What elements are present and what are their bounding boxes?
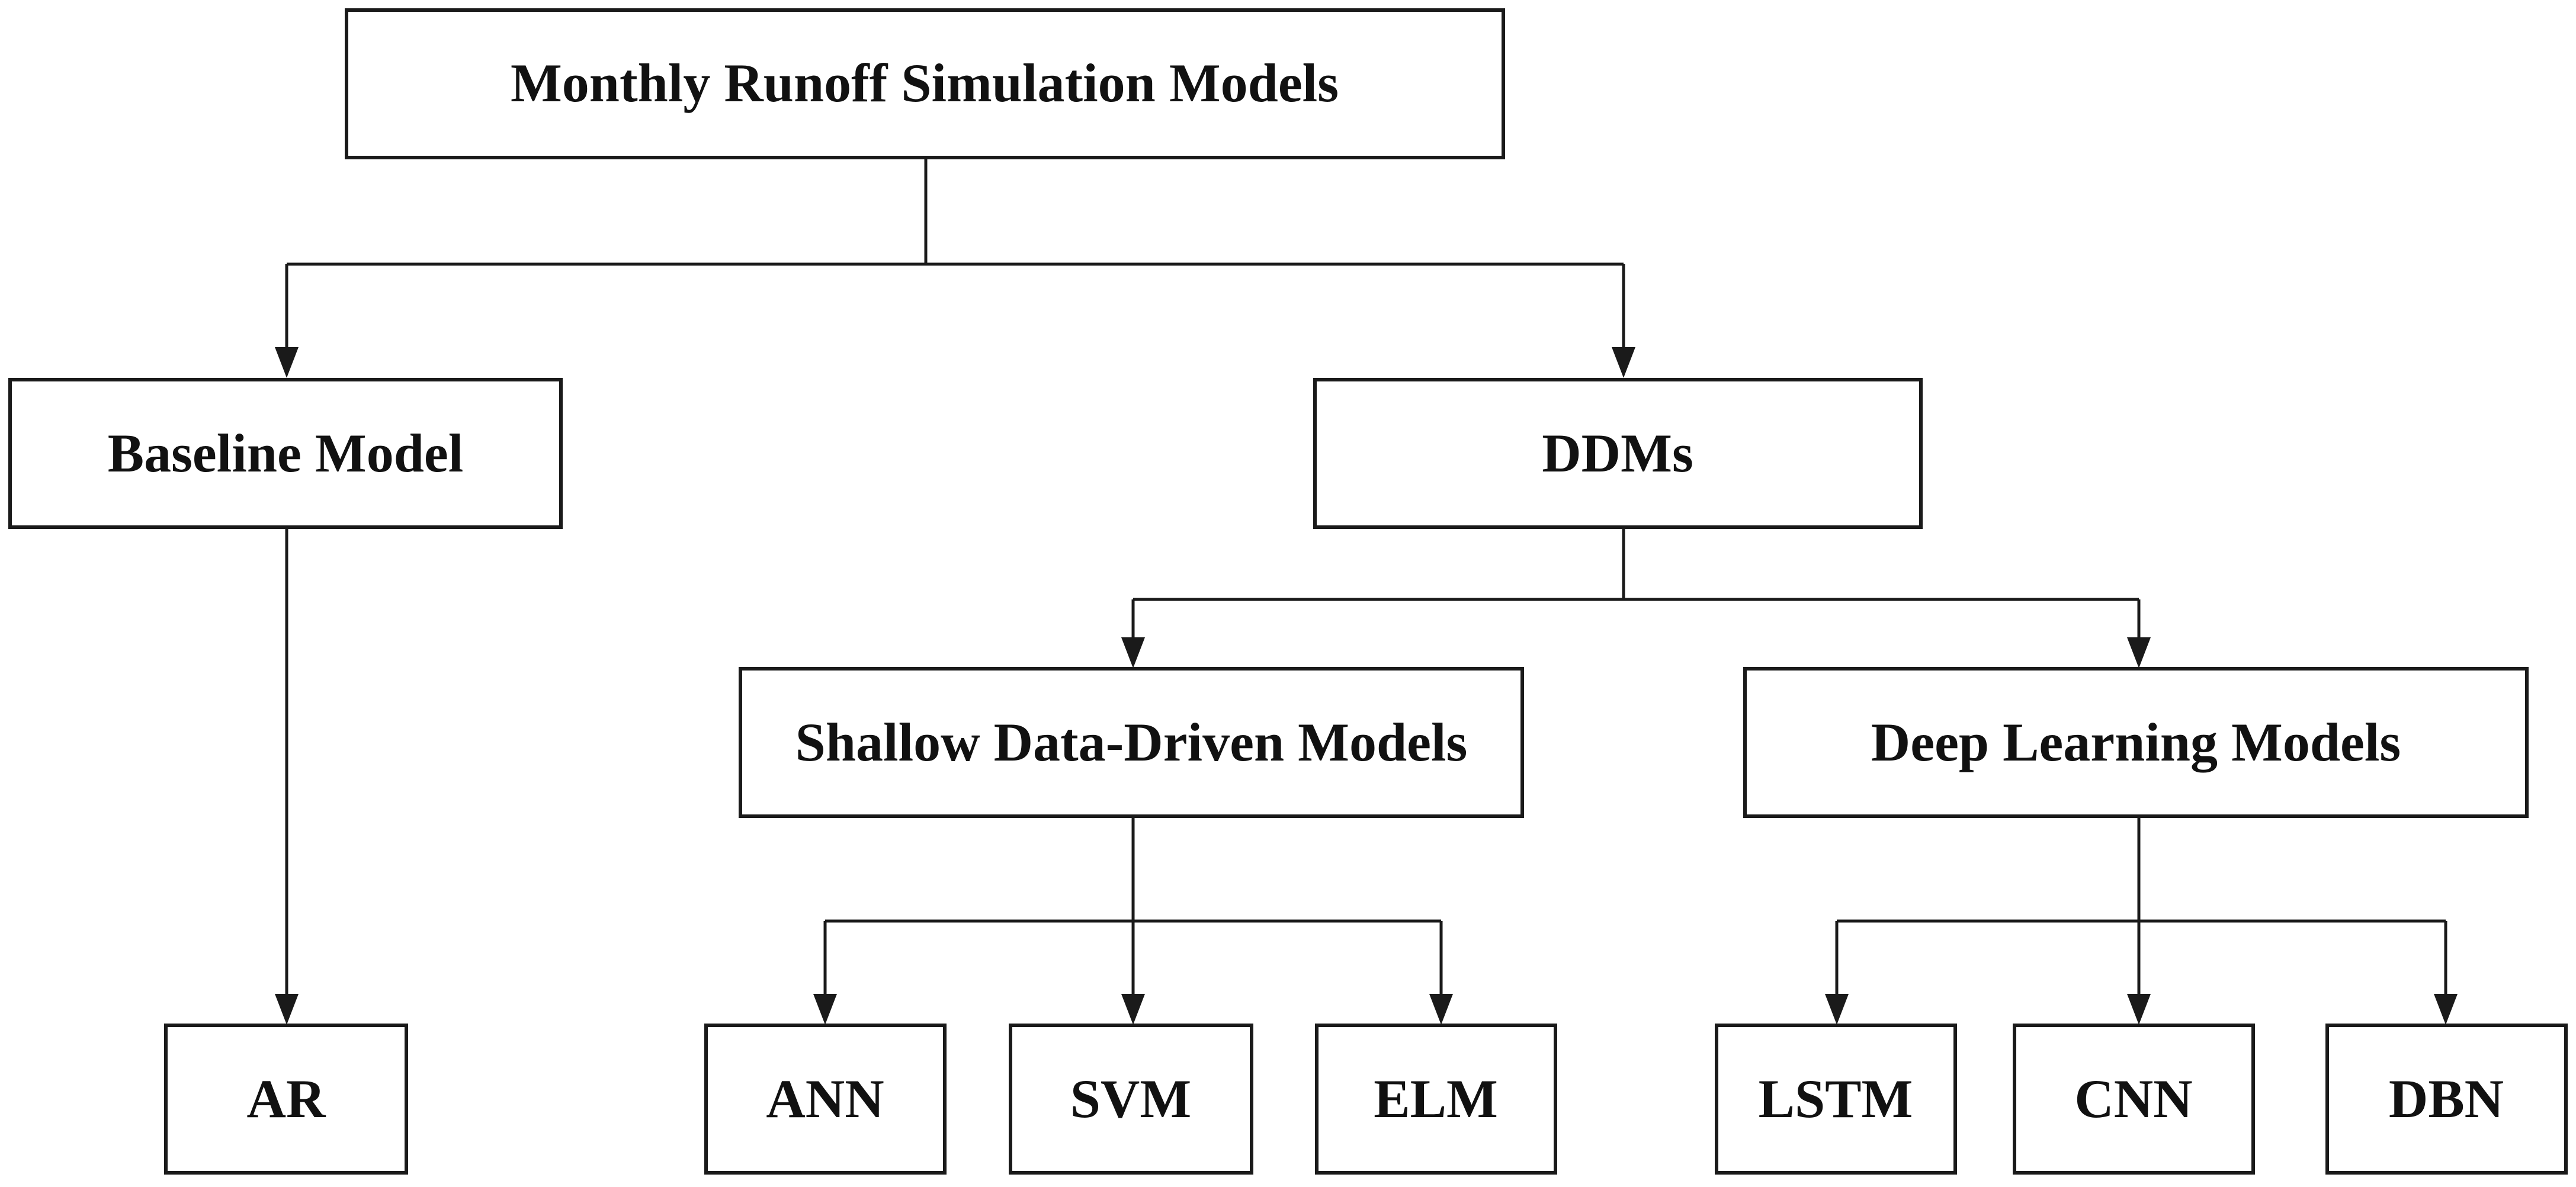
node-shallow-label: Shallow Data-Driven Models xyxy=(795,712,1468,772)
node-ddms-box xyxy=(1313,378,1923,529)
node-svm-label: SVM xyxy=(1070,1069,1191,1129)
node-deep-box xyxy=(1743,667,2529,818)
node-svm: SVM xyxy=(1009,1024,1253,1175)
node-svm-box xyxy=(1009,1024,1253,1175)
arrowhead-ann xyxy=(813,994,837,1025)
node-shallow: Shallow Data-Driven Models xyxy=(739,667,1524,818)
node-root-box xyxy=(345,8,1505,159)
node-deep-label: Deep Learning Models xyxy=(1871,712,2401,772)
node-deep: Deep Learning Models xyxy=(1743,667,2529,818)
node-ar: AR xyxy=(164,1024,408,1175)
node-elm-box xyxy=(1315,1024,1557,1175)
arrowhead-svm xyxy=(1121,994,1145,1025)
arrowhead-baseline xyxy=(275,347,299,378)
arrowhead-ddms xyxy=(1612,347,1635,378)
node-baseline-label: Baseline Model xyxy=(108,423,464,483)
arrowhead-deep xyxy=(2127,637,2151,668)
node-dbn: DBN xyxy=(2325,1024,2568,1175)
node-elm: ELM xyxy=(1315,1024,1557,1175)
node-cnn: CNN xyxy=(2013,1024,2255,1175)
node-baseline: Baseline Model xyxy=(8,378,563,529)
nodes: Monthly Runoff Simulation Models Baselin… xyxy=(8,8,2568,1175)
node-cnn-label: CNN xyxy=(2074,1069,2192,1129)
node-baseline-box xyxy=(8,378,563,529)
node-ar-label: AR xyxy=(247,1069,326,1129)
node-lstm: LSTM xyxy=(1715,1024,1957,1175)
node-root-label: Monthly Runoff Simulation Models xyxy=(511,53,1339,113)
node-dbn-box xyxy=(2325,1024,2568,1175)
node-ddms-label: DDMs xyxy=(1542,423,1693,483)
arrowhead-dbn xyxy=(2434,994,2458,1025)
node-cnn-box xyxy=(2013,1024,2255,1175)
arrowhead-cnn xyxy=(2127,994,2151,1025)
node-root: Monthly Runoff Simulation Models xyxy=(345,8,1505,159)
node-ann: ANN xyxy=(704,1024,947,1175)
node-shallow-box xyxy=(739,667,1524,818)
node-ddms: DDMs xyxy=(1313,378,1923,529)
arrowhead-shallow xyxy=(1121,637,1145,668)
node-ann-label: ANN xyxy=(766,1069,884,1129)
node-dbn-label: DBN xyxy=(2389,1069,2504,1129)
node-ar-box xyxy=(164,1024,408,1175)
arrowhead-lstm xyxy=(1825,994,1849,1025)
arrowhead-elm xyxy=(1429,994,1453,1025)
arrowhead-ar xyxy=(275,994,299,1025)
node-lstm-box xyxy=(1715,1024,1957,1175)
node-elm-label: ELM xyxy=(1374,1069,1498,1129)
node-ann-box xyxy=(704,1024,947,1175)
node-lstm-label: LSTM xyxy=(1759,1069,1913,1129)
edges xyxy=(275,158,2458,1025)
